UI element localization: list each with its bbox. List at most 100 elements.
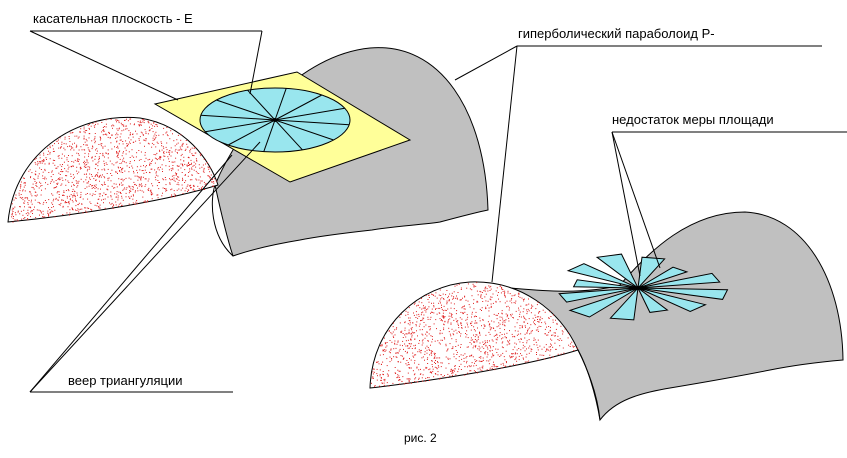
sphere-dot [68, 167, 69, 168]
sphere-dot [398, 361, 399, 362]
sphere-dot [180, 134, 181, 135]
sphere-dot [128, 186, 129, 187]
left-scene [8, 48, 488, 256]
sphere-dot [73, 162, 74, 163]
sphere-dot [60, 174, 61, 175]
sphere-dot [503, 363, 504, 364]
sphere-dot [441, 305, 442, 306]
sphere-dot [78, 161, 79, 162]
sphere-dot [395, 334, 396, 335]
sphere-dot [520, 349, 521, 350]
sphere-dot [41, 195, 42, 196]
sphere-dot [482, 366, 483, 367]
sphere-dot [133, 171, 134, 172]
sphere-dot [502, 319, 503, 320]
sphere-dot [417, 367, 418, 368]
sphere-dot [149, 130, 150, 131]
sphere-dot [447, 301, 448, 302]
sphere-dot [439, 357, 440, 358]
sphere-dot [394, 344, 395, 345]
sphere-dot [186, 188, 187, 189]
sphere-dot [484, 343, 485, 344]
sphere-dot [412, 332, 413, 333]
sphere-dot [559, 340, 560, 341]
sphere-dot [467, 347, 468, 348]
sphere-dot [63, 190, 64, 191]
sphere-dot [148, 121, 149, 122]
sphere-dot [190, 149, 191, 150]
sphere-dot [478, 339, 479, 340]
sphere-dot [101, 143, 102, 144]
sphere-dot [456, 354, 457, 355]
sphere-dot [171, 156, 172, 157]
sphere-dot [155, 138, 156, 139]
sphere-dot [116, 194, 117, 195]
sphere-dot [145, 202, 146, 203]
sphere-dot [495, 349, 496, 350]
sphere-dot [512, 295, 513, 296]
sphere-dot [15, 197, 16, 198]
sphere-dot [479, 346, 480, 347]
sphere-dot [72, 132, 73, 133]
sphere-dot [123, 130, 124, 131]
sphere-dot [51, 181, 52, 182]
sphere-dot [92, 123, 93, 124]
sphere-dot [204, 189, 205, 190]
sphere-dot [35, 200, 36, 201]
sphere-dot [183, 193, 184, 194]
sphere-dot [165, 177, 166, 178]
sphere-dot [543, 310, 544, 311]
sphere-dot [538, 313, 539, 314]
sphere-dot [101, 131, 102, 132]
sphere-dot [185, 175, 186, 176]
sphere-dot [159, 156, 160, 157]
sphere-dot [50, 183, 51, 184]
sphere-dot [446, 310, 447, 311]
sphere-dot [550, 330, 551, 331]
sphere-dot [556, 349, 557, 350]
sphere-dot [126, 187, 127, 188]
sphere-dot [510, 301, 511, 302]
sphere-dot [13, 211, 14, 212]
sphere-dot [112, 186, 113, 187]
sphere-dot [107, 164, 108, 165]
sphere-dot [474, 316, 475, 317]
sphere-dot [141, 178, 142, 179]
sphere-dot [397, 344, 398, 345]
sphere-dot [481, 370, 482, 371]
sphere-dot [388, 376, 389, 377]
sphere-dot [98, 161, 99, 162]
sphere-dot [545, 333, 546, 334]
sphere-dot [200, 153, 201, 154]
sphere-dot [411, 383, 412, 384]
sphere-dot [517, 353, 518, 354]
sphere-dot [384, 379, 385, 380]
sphere-dot [535, 308, 536, 309]
sphere-dot [535, 315, 536, 316]
sphere-dot [488, 285, 489, 286]
sphere-dot [130, 132, 131, 133]
sphere-dot [78, 153, 79, 154]
sphere-dot [157, 142, 158, 143]
sphere-dot [176, 174, 177, 175]
sphere-dot [485, 308, 486, 309]
sphere-dot [78, 138, 79, 139]
sphere-dot [371, 383, 372, 384]
sphere-dot [498, 349, 499, 350]
sphere-dot [158, 167, 159, 168]
sphere-dot [156, 153, 157, 154]
sphere-dot [171, 194, 172, 195]
sphere-dot [172, 152, 173, 153]
sphere-dot [396, 348, 397, 349]
sphere-dot [52, 211, 53, 212]
sphere-dot [88, 182, 89, 183]
sphere-dot [133, 202, 134, 203]
sphere-dot [27, 219, 28, 220]
sphere-dot [440, 333, 441, 334]
sphere-dot [482, 367, 483, 368]
sphere-dot [48, 214, 49, 215]
sphere-dot [40, 157, 41, 158]
sphere-dot [155, 154, 156, 155]
sphere-dot [152, 198, 153, 199]
sphere-dot [550, 316, 551, 317]
